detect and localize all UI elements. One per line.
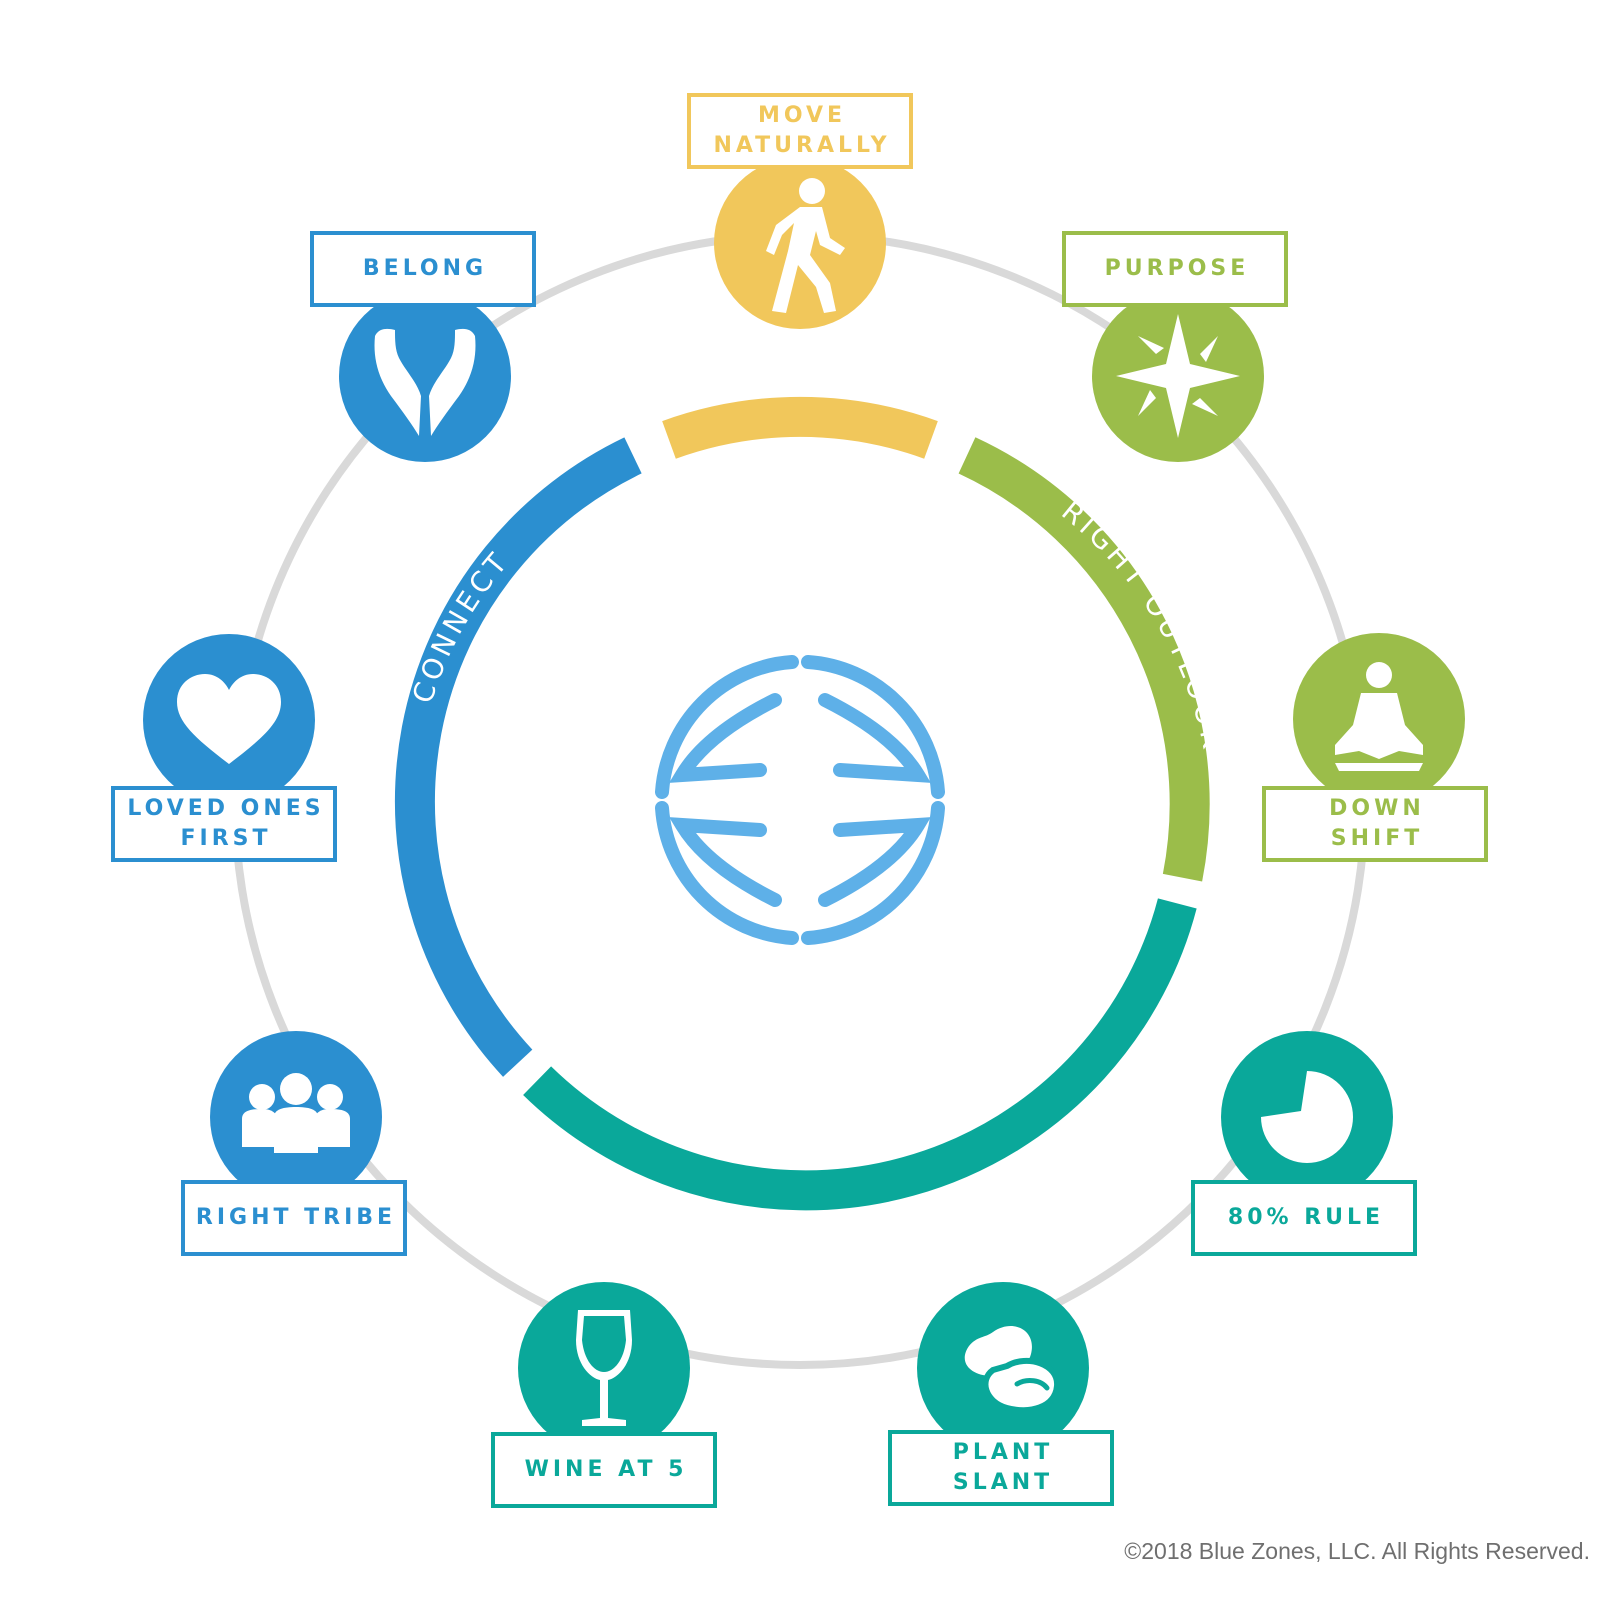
principle-right-tribe [210, 1031, 382, 1203]
blue-zones-logo-icon [655, 655, 945, 945]
label-line: PLANT [952, 1440, 1054, 1465]
label-line: BELONG [362, 256, 488, 281]
label-down-shift: DOWN SHIFT [1262, 786, 1488, 862]
principle-plant-slant [917, 1282, 1089, 1454]
hands-icon [374, 328, 476, 436]
label-right-tribe: RIGHT TRIBE [181, 1180, 407, 1256]
label-purpose: PURPOSE [1062, 231, 1288, 307]
meditation-icon [1335, 662, 1423, 771]
label-loved-ones-first: LOVED ONES FIRST [111, 786, 337, 862]
label-line: DOWN [1329, 796, 1425, 821]
principle-80-rule [1221, 1031, 1393, 1203]
label-80-rule: 80% RULE [1191, 1180, 1417, 1256]
copyright-text: ©2018 Blue Zones, LLC. All Rights Reserv… [1124, 1538, 1590, 1564]
principle-purpose [1092, 290, 1264, 462]
pie-80-icon [1261, 1071, 1353, 1163]
compass-star-icon [1116, 314, 1240, 438]
label-line: MOVE [757, 103, 847, 128]
principle-circle [339, 290, 511, 462]
principle-wine-at-5 [518, 1282, 690, 1454]
principle-move-naturally [714, 157, 886, 329]
label-line: NATURALLY [713, 133, 891, 158]
wine-glass-icon [576, 1310, 632, 1426]
label-belong: BELONG [310, 231, 536, 307]
label-line: SLANT [952, 1470, 1054, 1495]
label-line: RIGHT TRIBE [195, 1205, 397, 1230]
inner-label-move: MOVE [748, 367, 851, 403]
label-line: PURPOSE [1104, 256, 1250, 281]
inner-label-connect: CONNECT [406, 544, 516, 707]
heart-icon [177, 674, 281, 764]
segment-right-outlook [958, 437, 1210, 882]
group-icon [242, 1073, 350, 1153]
label-line: WINE AT 5 [524, 1457, 688, 1482]
principle-belong [339, 290, 511, 462]
walking-person-icon [766, 178, 845, 313]
label-line: LOVED ONES [127, 796, 325, 821]
label-plant-slant: PLANT SLANT [888, 1430, 1114, 1506]
segment-eat-wisely [523, 898, 1197, 1211]
segment-move [662, 396, 938, 459]
beans-icon [964, 1326, 1060, 1414]
label-line: SHIFT [1330, 826, 1424, 851]
label-move-naturally: MOVE NATURALLY [687, 93, 913, 169]
principle-down-shift [1293, 633, 1465, 805]
inner-label-eat-wisely: EAT WISELY [727, 1223, 929, 1268]
principle-loved-ones-first [143, 634, 315, 806]
label-wine-at-5: WINE AT 5 [491, 1432, 717, 1508]
label-line: FIRST [180, 826, 272, 851]
segment-connect [394, 437, 642, 1077]
label-line: 80% RULE [1227, 1205, 1385, 1230]
